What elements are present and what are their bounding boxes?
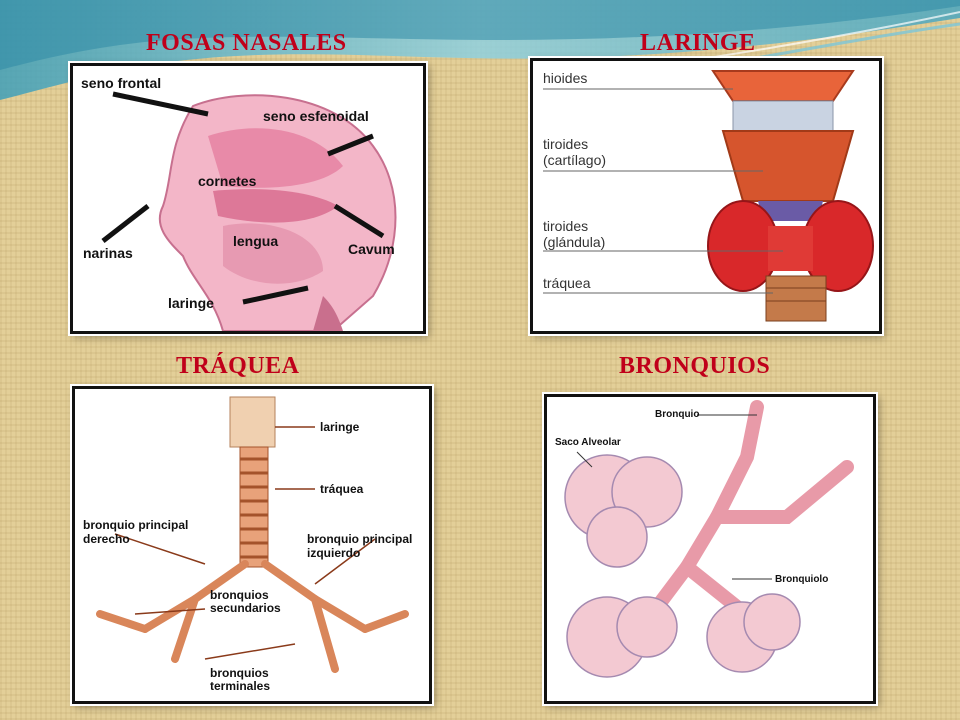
label-tiroides-glandula: tiroides (543, 218, 588, 234)
label-tiroides-cartilago: tiroides (543, 136, 588, 152)
title-nasal: FOSAS NASALES (146, 30, 347, 57)
label-bronquio-izquierdo-2: izquierdo (307, 546, 360, 560)
label-bronquiolo: Bronquiolo (775, 574, 828, 585)
label-laringe-nasal: laringe (168, 295, 214, 311)
label-cornetes: cornetes (198, 173, 257, 189)
label-traquea-laringe: tráquea (543, 275, 591, 291)
label-cartilago: (cartílago) (543, 152, 606, 168)
label-seno-frontal: seno frontal (81, 75, 161, 91)
label-lengua: lengua (233, 233, 278, 249)
nasal-cavity-image: seno frontal seno esfenoidal cornetes na… (70, 63, 426, 334)
label-bronquios-secundarios-1: bronquios (210, 588, 269, 602)
label-glandula: (glándula) (543, 234, 605, 250)
label-bronquio-derecho-2: derecho (83, 532, 130, 546)
label-bronquios-terminales-2: terminales (210, 679, 270, 693)
label-saco-alveolar: Saco Alveolar (555, 437, 621, 448)
label-traquea-traquea: tráquea (320, 482, 364, 496)
label-bronquios-secundarios-2: secundarios (210, 601, 281, 615)
label-bronquio-derecho-1: bronquio principal (83, 518, 188, 532)
label-hioides: hioides (543, 70, 587, 86)
title-bronchi: BRONQUIOS (619, 353, 770, 380)
label-bronquio: Bronquio (655, 409, 699, 420)
bronchi-image: Bronquio Saco Alveolar Bronquiolo (544, 394, 876, 704)
label-bronquio-izquierdo-1: bronquio principal (307, 532, 412, 546)
trachea-image: laringe tráquea bronquio principal derec… (72, 386, 432, 704)
label-bronquios-terminales-1: bronquios (210, 666, 269, 680)
label-narinas: narinas (83, 245, 133, 261)
label-cavum: Cavum (348, 241, 395, 257)
title-larynx: LARINGE (640, 30, 756, 57)
larynx-image: hioides tiroides (cartílago) tiroides (g… (530, 58, 882, 334)
title-trachea: TRÁQUEA (176, 353, 300, 380)
label-seno-esfenoidal: seno esfenoidal (263, 108, 369, 124)
label-laringe-traquea: laringe (320, 420, 360, 434)
